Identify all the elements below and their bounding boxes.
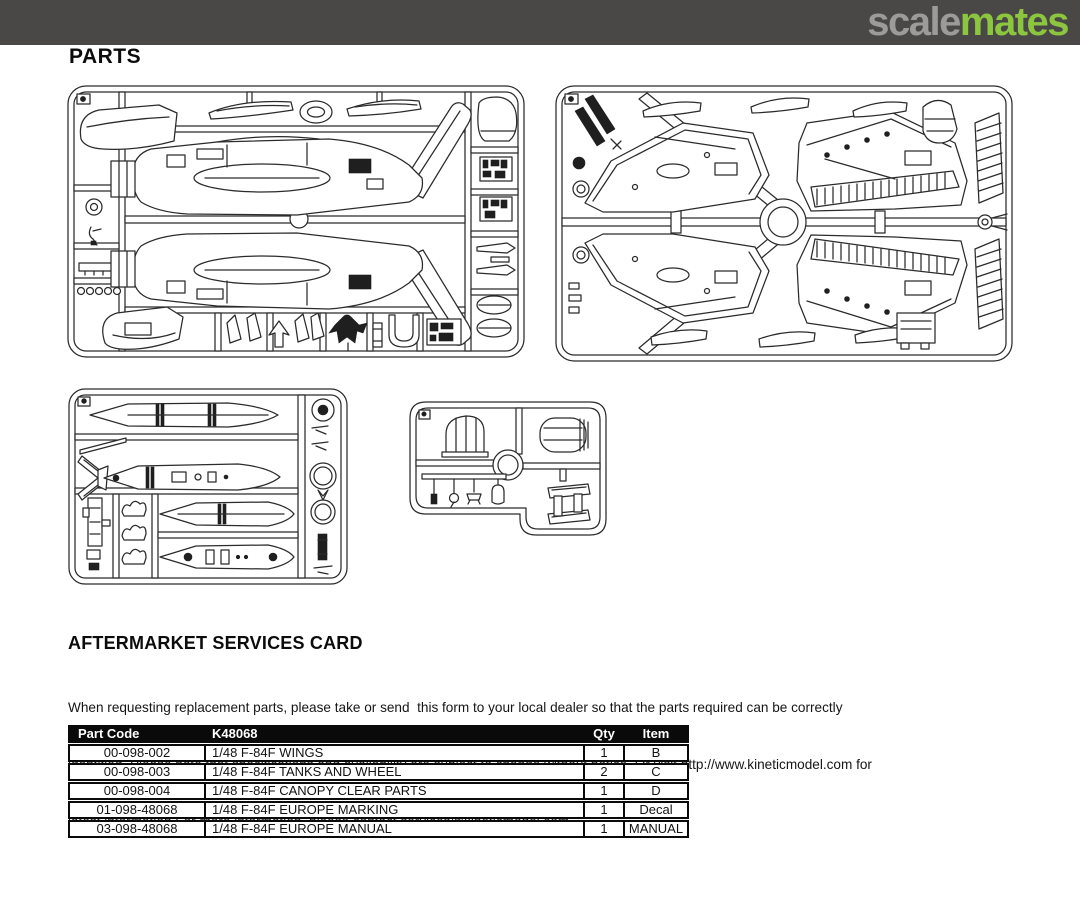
sprue-c-tanks-diagram	[68, 388, 348, 585]
cell-part-code: 00-098-003	[103, 764, 171, 779]
cell-item: D	[623, 784, 687, 798]
sprue-a-fuselage-diagram	[67, 85, 525, 358]
cell-qty: 1	[583, 784, 623, 798]
header-part-code: Part Code	[78, 726, 140, 741]
cell-qty: 1	[583, 803, 623, 817]
cell-qty: 1	[583, 822, 623, 836]
header-qty: Qty	[583, 727, 623, 741]
cell-qty: 2	[583, 765, 623, 779]
scalemates-logo: scalemates	[867, 0, 1070, 45]
cell-item: MANUAL	[623, 822, 687, 836]
cell-item: Decal	[623, 803, 687, 817]
header-kit-number: K48068	[204, 727, 583, 741]
cell-item: C	[623, 765, 687, 779]
cell-item: B	[623, 746, 687, 760]
cell-part-code: 01-098-48068	[96, 802, 178, 817]
site-banner: scalemates	[0, 0, 1080, 45]
table-row: 00-098-002 1/48 F-84F WINGS 1 B	[68, 744, 689, 762]
cell-description: 1/48 F-84F CANOPY CLEAR PARTS	[204, 784, 583, 798]
sprue-d-clear-parts-diagram	[409, 401, 607, 536]
aftermarket-section-title: AFTERMARKET SERVICES CARD	[68, 633, 363, 653]
logo-text-mates: mates	[959, 0, 1070, 44]
table-row: 00-098-003 1/48 F-84F TANKS AND WHEEL 2 …	[68, 763, 689, 781]
cell-part-code: 00-098-002	[103, 745, 171, 760]
paragraph-line-1: When requesting replacement parts, pleas…	[68, 700, 843, 715]
parts-section-title: PARTS	[69, 45, 142, 68]
cell-qty: 1	[583, 746, 623, 760]
cell-part-code: 00-098-004	[103, 783, 171, 798]
table-header-row: Part Code K48068 Qty Item	[68, 725, 689, 743]
sprue-b-wings-diagram	[555, 85, 1013, 362]
table-row: 00-098-004 1/48 F-84F CANOPY CLEAR PARTS…	[68, 782, 689, 800]
header-item: Item	[623, 727, 687, 741]
cell-description: 1/48 F-84F WINGS	[204, 746, 583, 760]
table-row: 01-098-48068 1/48 F-84F EUROPE MARKING 1…	[68, 801, 689, 819]
cell-description: 1/48 F-84F EUROPE MANUAL	[204, 822, 583, 836]
cell-description: 1/48 F-84F TANKS AND WHEEL	[204, 765, 583, 779]
logo-text-scale: scale	[867, 0, 961, 44]
table-row: 03-098-48068 1/48 F-84F EUROPE MANUAL 1 …	[68, 820, 689, 838]
cell-part-code: 03-098-48068	[96, 821, 178, 836]
cell-description: 1/48 F-84F EUROPE MARKING	[204, 803, 583, 817]
parts-table: Part Code K48068 Qty Item 00-098-002 1/4…	[68, 725, 689, 839]
